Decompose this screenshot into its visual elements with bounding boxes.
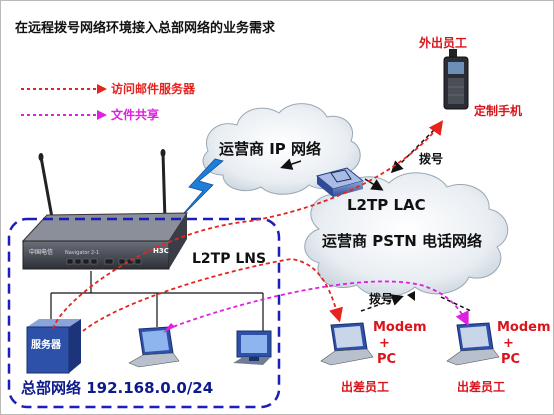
lac-arrow-left (280, 158, 302, 170)
router-vendor-text: H3C (153, 247, 169, 255)
diagram-title: 在远程拨号网络环境接入总部网络的业务需求 (15, 20, 276, 36)
pc-label-2: PC (501, 352, 520, 367)
plus-label-1: + (379, 336, 390, 351)
router-brand-text: 中国电信 (29, 248, 53, 256)
lan-links (50, 271, 264, 331)
travel-worker-label-2: 出差员工 (457, 379, 505, 394)
phone-dial-label: 拨号 (419, 151, 443, 166)
laptop-hq-icon (128, 326, 180, 368)
legend: 访问邮件服务器 文件共享 (21, 81, 196, 122)
custom-phone-label: 定制手机 (474, 103, 522, 118)
legend-magenta-arrowhead (97, 110, 107, 120)
lac-arrow-right (364, 178, 384, 191)
legend-red-arrowhead (97, 84, 107, 94)
dial-line-left (360, 294, 404, 312)
legend-file-label: 文件共享 (111, 107, 159, 122)
desktop-pc-icon (233, 330, 272, 365)
mail-flow-phone (52, 120, 444, 330)
file-share-flow (166, 280, 469, 330)
wireless-link-icon (176, 158, 224, 222)
ip-cloud: 运营商 IP 网络 (202, 103, 361, 195)
travel-worker-label-1: 出差员工 (341, 379, 389, 394)
lac-label: L2TP LAC (347, 196, 426, 214)
ip-cloud-label: 运营商 IP 网络 (219, 140, 321, 158)
dial-line-right (440, 296, 472, 312)
h3c-router-icon: 中国电信 Navigator 2-1 H3C (21, 149, 188, 270)
server-label: 服务器 (31, 338, 62, 351)
pc-label-1: PC (377, 352, 396, 367)
mobile-phone-icon (443, 49, 469, 110)
legend-mail-label: 访问邮件服务器 (111, 81, 196, 96)
modem-label-1: Modem (373, 320, 427, 335)
pstn-cloud: 运营商 PSTN 电话网络 (304, 172, 509, 298)
laptop-travel-1-icon (320, 322, 374, 366)
lac-device: L2TP LAC (280, 158, 426, 214)
laptop-travel-2-icon (446, 322, 500, 366)
plus-label-2: + (503, 336, 514, 351)
mail-server-icon: 服务器 (26, 319, 81, 374)
file-share-back-arrowhead (163, 323, 175, 333)
hq-network-label: 总部网络 192.168.0.0/24 (21, 379, 213, 397)
pstn-cloud-label: 运营商 PSTN 电话网络 (322, 232, 482, 250)
mail-flow-travel (82, 258, 343, 332)
router-model-text: Navigator 2-1 (65, 250, 99, 256)
mobile-worker-label: 外出员工 (419, 35, 467, 50)
modem-label-2: Modem (497, 320, 551, 335)
dial-bottom-label: 拨号 (369, 291, 393, 306)
lns-label: L2TP LNS (192, 251, 266, 267)
hq-network-boundary (7, 217, 281, 409)
